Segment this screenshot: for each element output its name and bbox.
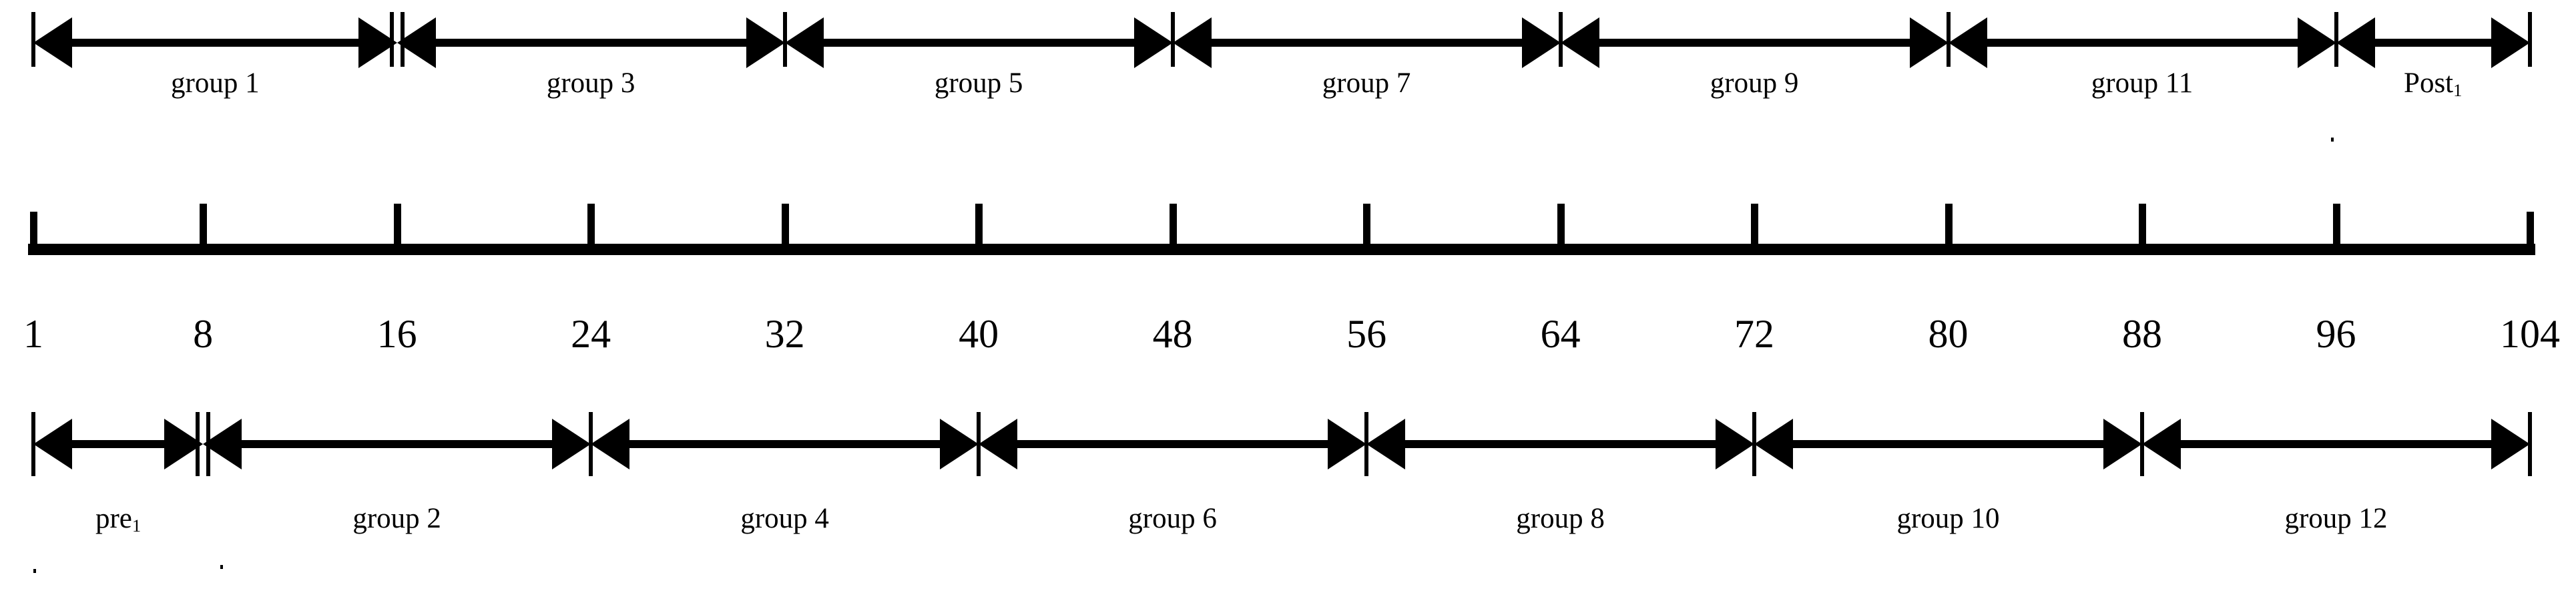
arrow-head-left	[1948, 17, 1987, 68]
ruler-tick	[393, 204, 401, 253]
arrow-head-left	[591, 419, 630, 469]
axis-tick-label: 16	[376, 312, 417, 356]
arrow-shaft	[1017, 440, 1328, 448]
arrow-head-left	[2336, 17, 2375, 68]
ruler-tick	[1363, 204, 1371, 253]
arrow-head-left	[397, 17, 436, 68]
arrow-shaft	[2181, 440, 2491, 448]
arrow-head-right	[1133, 17, 1173, 68]
arrow-head-left	[979, 419, 1018, 469]
axis-tick-label: 24	[571, 312, 611, 356]
arrow-shaft	[629, 440, 941, 448]
arrow-shaft	[1405, 440, 1716, 448]
arrow-shaft	[1599, 39, 1910, 47]
arrow-shaft	[72, 39, 358, 47]
arrow-head-right	[2491, 419, 2530, 469]
axis-tick-label: 88	[2122, 312, 2163, 356]
arrow-head-right	[2491, 17, 2530, 68]
group-span-label: group 7	[1322, 67, 1411, 99]
arrow-head-right	[746, 17, 785, 68]
arrow-head-right	[2103, 419, 2143, 469]
axis-tick-label: 104	[2500, 312, 2560, 356]
arrow-head-left	[1366, 419, 1406, 469]
axis-tick-label: 72	[1734, 312, 1775, 356]
ruler-tick	[2332, 204, 2340, 253]
ruler-tick	[30, 212, 37, 253]
group-span-label: group 8	[1516, 503, 1605, 534]
arrow-head-right	[1909, 17, 1949, 68]
axis-tick-label: 32	[764, 312, 805, 356]
group-span-label-subscript: 1	[132, 515, 142, 536]
arrow-head-left	[33, 17, 72, 68]
arrow-head-left	[2142, 419, 2181, 469]
arrow-shaft	[435, 39, 746, 47]
arrow-head-left	[33, 419, 72, 469]
arrow-shaft	[1211, 39, 1522, 47]
ruler-tick	[1557, 204, 1565, 253]
axis-tick-label: 8	[193, 312, 214, 356]
scan-speck	[2331, 138, 2334, 142]
group-span-label: group 12	[2284, 503, 2388, 534]
group-span-label: group 1	[171, 67, 260, 99]
arrow-head-right	[1521, 17, 1561, 68]
group-span-label: group 11	[2091, 67, 2194, 99]
ruler-tick	[1751, 204, 1759, 253]
ruler-tick	[1169, 204, 1177, 253]
arrow-head-right	[164, 419, 204, 469]
arrow-shaft	[1987, 39, 2298, 47]
scan-speck	[33, 569, 36, 573]
axis-tick-label: 96	[2316, 312, 2356, 356]
group-span-label: group 4	[740, 503, 829, 534]
group-span-label: pre1	[95, 503, 142, 536]
ruler-baseline	[28, 244, 2535, 255]
group-span-label: group 9	[1710, 67, 1799, 99]
arrow-head-left	[1560, 17, 1599, 68]
group-span-label: group 2	[352, 503, 441, 534]
ruler-tick	[975, 204, 983, 253]
arrow-head-left	[203, 419, 242, 469]
arrow-head-left	[1754, 419, 1794, 469]
group-span-label: group 3	[546, 67, 635, 99]
group-boundary-bar	[2528, 12, 2532, 67]
arrow-shaft	[823, 39, 1134, 47]
ruler-tick	[2527, 212, 2534, 253]
arrow-head-right	[552, 419, 591, 469]
arrow-shaft	[2374, 39, 2491, 47]
ruler-tick	[200, 204, 208, 253]
arrow-head-left	[784, 17, 824, 68]
group-span-label: group 5	[934, 67, 1023, 99]
ruler-tick	[1945, 204, 1953, 253]
axis-tick-label: 80	[1928, 312, 1969, 356]
axis-tick-label: 56	[1346, 312, 1387, 356]
arrow-head-right	[358, 17, 397, 68]
arrow-head-right	[940, 419, 979, 469]
arrow-head-left	[1172, 17, 1212, 68]
axis-tick-label: 40	[959, 312, 999, 356]
group-span-label-subscript: 1	[2453, 79, 2463, 100]
ruler-tick	[781, 204, 789, 253]
group-span-label: group 10	[1896, 503, 2000, 534]
group-span-label: Post1	[2404, 67, 2463, 100]
ruler-tick	[587, 204, 595, 253]
arrow-head-right	[1328, 419, 1367, 469]
arrow-head-right	[1716, 419, 1755, 469]
group-span-label: group 6	[1128, 503, 1217, 534]
ruler-tick	[2139, 204, 2147, 253]
scan-speck	[220, 565, 223, 569]
axis-tick-label: 64	[1540, 312, 1581, 356]
arrow-head-right	[2297, 17, 2336, 68]
group-boundary-bar	[2528, 412, 2532, 476]
arrow-shaft	[1793, 440, 2104, 448]
axis-tick-label: 1	[23, 312, 43, 356]
axis-tick-label: 48	[1152, 312, 1193, 356]
arrow-shaft	[242, 440, 553, 448]
arrow-shaft	[72, 440, 165, 448]
